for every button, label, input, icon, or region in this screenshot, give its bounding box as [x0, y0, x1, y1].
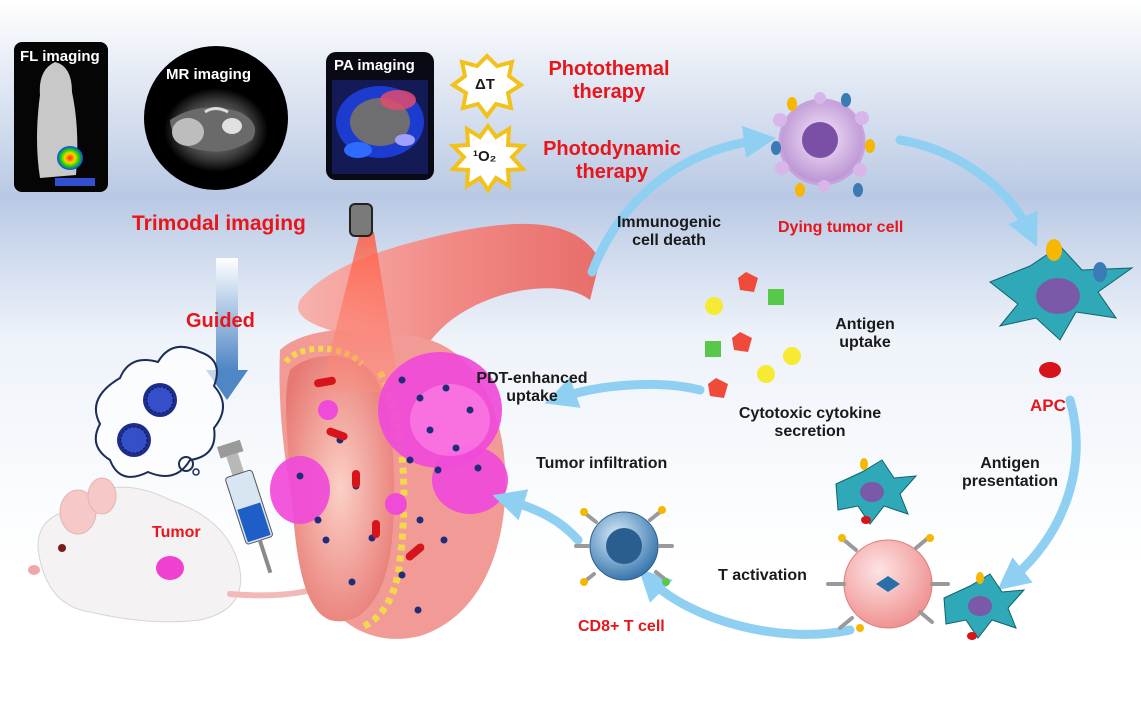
- laser-beam: [320, 232, 400, 392]
- pdt-enhanced-uptake-label: PDT-enhanced uptake: [476, 370, 588, 406]
- antigen-presentation-label: Antigen presentation: [961, 455, 1058, 491]
- dying-tumor-cell: [773, 92, 869, 192]
- presenting-apc-top: [835, 458, 918, 525]
- presenting-apc-bottom: [943, 572, 1026, 640]
- fluorescence-hotspot: [57, 146, 83, 170]
- apc-label: APC: [1030, 396, 1066, 415]
- photothermal-therapy-label: Photothemal therapy: [548, 58, 670, 103]
- guided-label: Guided: [186, 310, 255, 332]
- arrow-antigen-presentation: [997, 395, 1081, 591]
- t-activation-label: T activation: [718, 567, 807, 584]
- mr-imaging-title: MR imaging: [166, 66, 251, 83]
- singlet-oxygen-star-badge: [448, 122, 528, 194]
- antigen-droplets: [771, 93, 875, 197]
- antigen-uptake-label: Antigen uptake: [835, 316, 895, 352]
- dying-tumor-cell-label: Dying tumor cell: [778, 219, 904, 236]
- tumor-thought-cloud: [94, 345, 224, 478]
- arrow-immunogenic-death: [587, 125, 777, 277]
- fl-imaging-title: FL imaging: [20, 48, 100, 65]
- fl-imaging-panel: [14, 42, 108, 192]
- photodynamic-therapy-label: Photodynamic therapy: [543, 138, 681, 183]
- red-blood-cells: [314, 376, 425, 561]
- antigen-particles: [705, 272, 801, 398]
- syringe-illustration: [216, 439, 273, 574]
- apc-dendritic-cell: [989, 239, 1134, 378]
- arrow-to-apc: [895, 135, 1038, 247]
- activating-t-cell: [826, 534, 950, 632]
- arrow-t-activation: [638, 568, 855, 639]
- arrow-pdt-uptake: [544, 377, 705, 408]
- singlet-oxygen-symbol: ¹O₂: [473, 148, 497, 165]
- tumor-infiltration-label: Tumor infiltration: [536, 455, 668, 472]
- immunogenic-cell-death-label: Immunogenic cell death: [616, 214, 721, 250]
- tumor-label: Tumor: [152, 524, 201, 541]
- arrow-tumor-infiltration: [492, 489, 583, 545]
- mr-imaging-panel: [144, 46, 288, 190]
- tumor-tissue: [270, 352, 508, 524]
- vessel-lumen: [286, 356, 395, 622]
- cd8-t-cell-label: CD8+ T cell: [578, 618, 665, 635]
- cd8-t-cell: [574, 506, 674, 586]
- delta-t-star-badge: [449, 53, 525, 120]
- delta-t-symbol: ΔT: [475, 76, 495, 93]
- nanoparticle-dots: [296, 376, 482, 614]
- pa-imaging-panel: [326, 52, 434, 180]
- cytotoxic-cytokine-label: Cytotoxic cytokine secretion: [738, 405, 882, 441]
- trimodal-imaging-label: Trimodal imaging: [132, 212, 306, 235]
- pa-imaging-title: PA imaging: [334, 57, 415, 74]
- guided-arrow-shaft: [216, 258, 238, 370]
- mouse-tumor: [156, 556, 184, 580]
- laser-device: [349, 203, 373, 237]
- mouse-illustration: [28, 477, 403, 623]
- immune-cycle-arrows: [492, 125, 1081, 639]
